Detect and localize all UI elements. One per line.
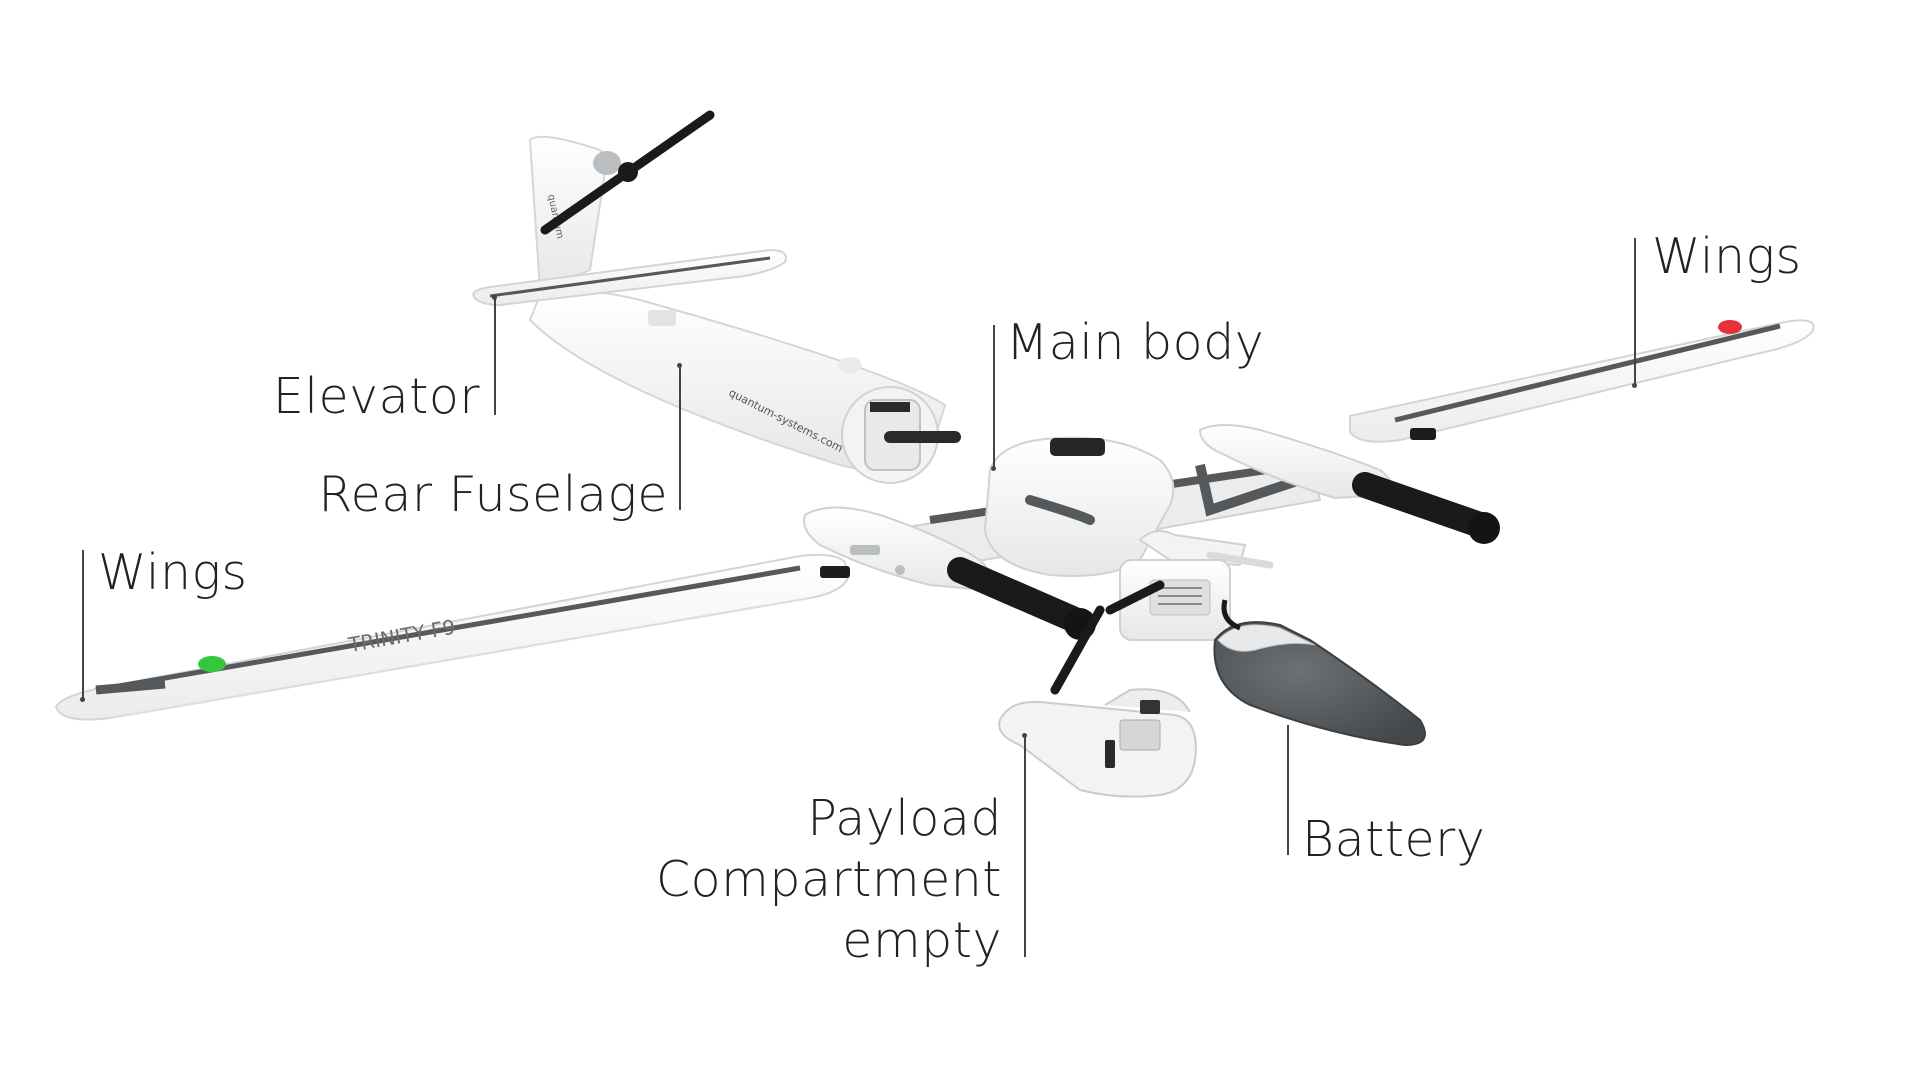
leader-line-main-body [993,325,995,469]
main-propeller [1050,580,1165,695]
red-nav-light [1718,320,1742,334]
label-battery: Battery [1302,811,1486,868]
leader-dot-elevator [492,295,497,300]
leader-dot-main-body [991,466,996,471]
label-payload-line2: Compartment [655,851,1002,908]
right-wing [1349,319,1815,443]
leader-dot-payload [1022,733,1027,738]
elevator-surface [472,248,787,307]
leader-line-rear-fuselage [679,365,681,510]
leader-dot-wings-left [80,697,85,702]
leader-line-wings-left [82,550,84,700]
leader-dot-wings-right [1632,383,1637,388]
leader-line-payload [1024,735,1026,957]
label-payload-line1: Payload [807,790,1002,847]
label-wings-right: Wings [1652,228,1802,285]
right-nacelle [1198,424,1500,544]
payload-compartment [998,688,1197,798]
tail-propeller [540,110,715,235]
battery-pack [1213,599,1426,747]
label-elevator: Elevator [272,368,480,425]
label-main-body: Main body [1006,314,1265,371]
rear-fuselage: quantum-systems.com [528,290,961,484]
leader-line-battery [1287,725,1289,855]
leader-line-elevator [494,297,496,415]
label-wings-left: Wings [98,544,248,601]
left-wing: TRINITY F9 [54,553,850,721]
label-payload-compartment: Payload Compartment empty [656,788,1002,971]
label-rear-fuselage: Rear Fuselage [318,466,668,523]
leader-dot-rear-fuselage [677,363,682,368]
leader-line-wings-right [1634,238,1636,386]
label-payload-line3: empty [842,912,1002,969]
green-nav-light [198,656,226,672]
